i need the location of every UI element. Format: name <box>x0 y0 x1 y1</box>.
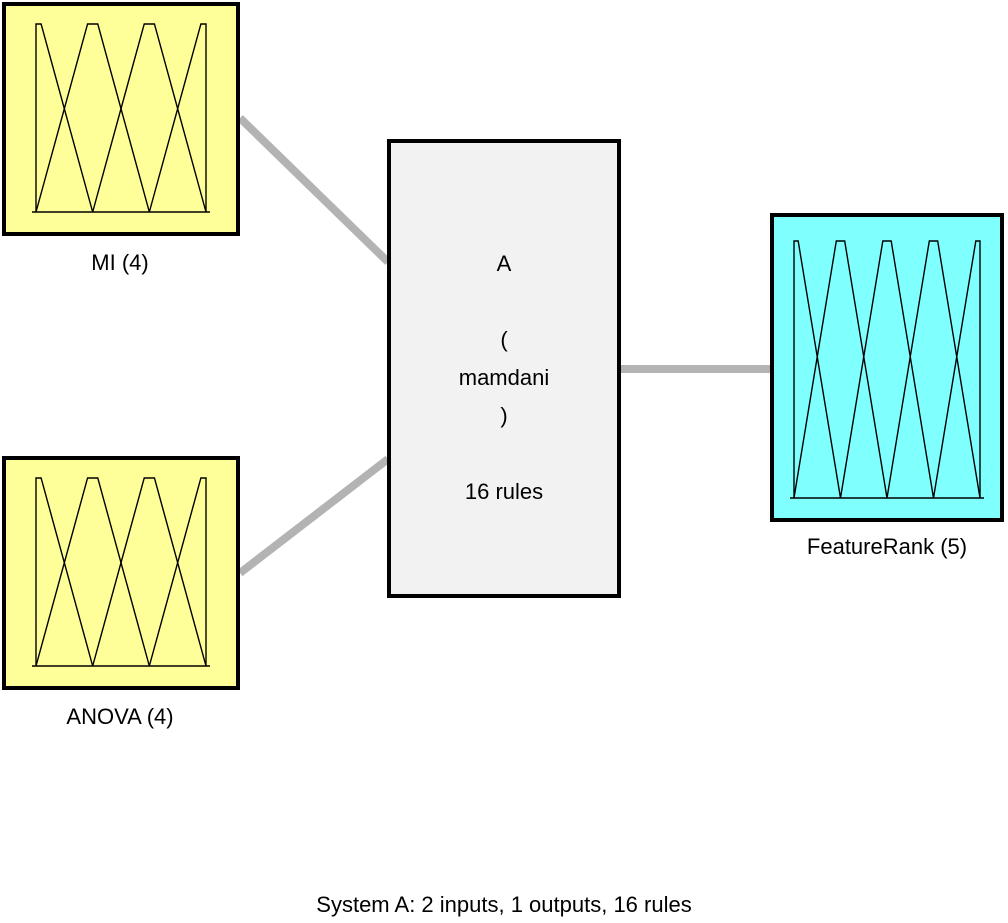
membership-function-4 <box>148 23 207 213</box>
output-featurerank-label: FeatureRank (5) <box>806 534 968 559</box>
membership-function-2 <box>793 240 888 499</box>
system-name: A <box>496 251 512 276</box>
membership-function-1 <box>35 477 94 667</box>
system-paren-close: ) <box>500 403 508 428</box>
system-summary-footer: System A: 2 inputs, 1 outputs, 16 rules <box>316 892 692 917</box>
membership-function-3 <box>91 23 207 213</box>
membership-function-3 <box>91 477 207 667</box>
system-paren-open: ( <box>500 327 508 352</box>
membership-function-3 <box>839 240 935 499</box>
system-rules: 16 rules <box>464 479 544 504</box>
connector-anova-to-system <box>237 455 391 577</box>
system-box[interactable]: A ( mamdani ) 16 rules <box>387 139 621 598</box>
membership-function-2 <box>35 477 151 667</box>
membership-function-5 <box>932 240 981 499</box>
mi-membership-functions-plot <box>32 23 210 213</box>
system-text: A ( mamdani ) 16 rules <box>391 143 617 594</box>
output-featurerank-box[interactable] <box>770 213 1004 522</box>
input-anova-box[interactable] <box>2 456 240 690</box>
connector-mi-to-system <box>237 115 391 265</box>
input-anova-label: ANOVA (4) <box>66 704 174 729</box>
featurerank-membership-functions-plot <box>790 240 984 499</box>
input-mi-box[interactable] <box>2 2 240 236</box>
membership-function-1 <box>35 23 94 213</box>
membership-function-4 <box>886 240 981 499</box>
input-mi-label: MI (4) <box>91 250 149 275</box>
anova-membership-functions-plot <box>32 477 210 667</box>
membership-function-2 <box>35 23 151 213</box>
system-type: mamdani <box>458 365 550 390</box>
membership-function-1 <box>793 240 842 499</box>
membership-function-4 <box>148 477 207 667</box>
